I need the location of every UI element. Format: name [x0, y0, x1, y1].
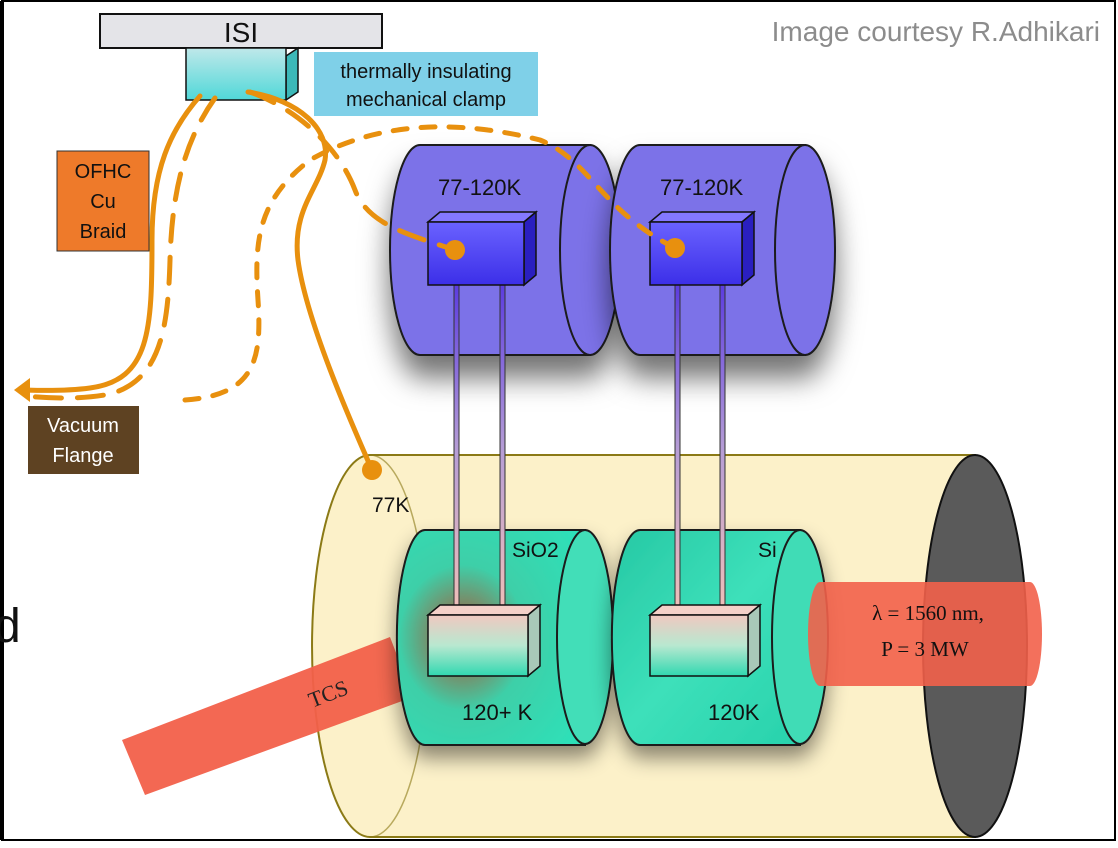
chamber-temp-label: 77K [372, 494, 409, 517]
isi-platform: ISI [99, 13, 383, 49]
beam-wavelength-label: λ = 1560 nm, [872, 601, 984, 625]
image-credit: Image courtesy R.Adhikari [772, 16, 1100, 47]
braid-label-line1: OFHC [75, 161, 132, 183]
clamp-label-line2: mechanical clamp [346, 89, 506, 111]
lower-mass-left [425, 603, 543, 678]
braid-label-line3: Braid [80, 221, 127, 243]
lower-mass-right [647, 603, 763, 678]
braid-endpoint-chamber [362, 460, 382, 480]
reaction-mass-right-temp: 77-120K [660, 175, 744, 200]
test-mass-left-material: SiO2 [512, 539, 559, 562]
upper-mass-right [647, 210, 757, 287]
braid-endpoint-right [665, 238, 685, 258]
reaction-mass-left-temp: 77-120K [438, 175, 522, 200]
cropped-text-fragment: d [0, 600, 21, 653]
clamp-label-line1: thermally insulating [340, 61, 511, 83]
copper-braids [17, 89, 678, 473]
upper-mass-left [425, 210, 539, 287]
flange-arrow-icon [14, 378, 30, 402]
flange-label: Vacuum Flange [28, 406, 139, 474]
braid-endpoint-left [445, 240, 465, 260]
flange-label-line1: Vacuum [47, 415, 119, 437]
clamp [185, 46, 299, 102]
flange-label-line2: Flange [52, 445, 113, 467]
tcs-beam: TCS [122, 637, 413, 795]
test-mass-right-temp: 120K [708, 700, 760, 725]
isi-label: ISI [224, 17, 258, 48]
braid-label: OFHC Cu Braid [56, 150, 150, 252]
test-mass-left-temp: 120+ K [462, 700, 533, 725]
clamp-label: thermally insulating mechanical clamp [314, 52, 538, 116]
beam-power-label: P = 3 MW [881, 637, 969, 661]
main-laser-beam: λ = 1560 nm, P = 3 MW [808, 582, 1042, 686]
braid-label-line2: Cu [90, 191, 116, 213]
test-mass-right-material: Si [758, 539, 777, 562]
